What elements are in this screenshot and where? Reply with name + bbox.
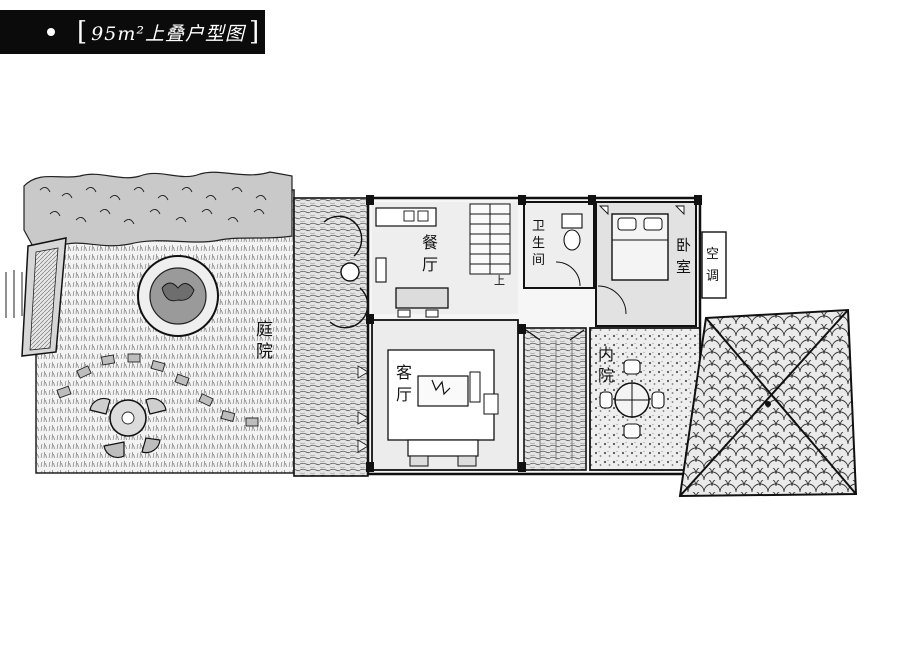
inner-courtyard: 内 院 <box>589 327 701 471</box>
living-label-1: 客 <box>396 363 412 382</box>
inner-court-label-2: 院 <box>598 366 614 385</box>
dining-label-1: 餐 <box>422 233 438 252</box>
aircon-label-1: 空 <box>706 247 719 262</box>
bathroom: 卫 生 间 <box>523 201 595 289</box>
inner-court-label-1: 内 <box>598 345 614 364</box>
bedroom-label-2: 室 <box>676 258 691 276</box>
bathroom-label-1: 卫 <box>532 219 545 234</box>
bracket-right: ] <box>248 17 260 47</box>
wood-deck <box>293 197 369 477</box>
stair-up-label: 上 <box>494 274 505 287</box>
bathroom-label-3: 间 <box>532 253 545 268</box>
living-room: 客 厅 <box>371 319 519 471</box>
bracket-left: [ <box>77 17 88 47</box>
courtyard-label-1: 庭 <box>256 320 273 340</box>
bedroom-label-1: 卧 <box>676 236 691 254</box>
title-bar: [ 95m²上叠户型图 ] <box>0 10 265 54</box>
dining-room: 餐 厅 上 <box>372 202 518 318</box>
corridor <box>523 327 587 471</box>
living-label-2: 厅 <box>396 385 412 404</box>
courtyard-garden: 庭 院 <box>5 171 295 474</box>
plan-title: 95m²上叠户型图 <box>91 22 245 45</box>
courtyard-label-2: 院 <box>256 342 273 362</box>
bathroom-label-2: 生 <box>532 236 545 251</box>
bullet-dot <box>47 28 55 36</box>
dining-label-2: 厅 <box>422 255 438 274</box>
bedroom: 卧 室 <box>595 201 697 327</box>
parasol-canopy <box>678 308 858 498</box>
aircon-label-2: 调 <box>706 269 719 284</box>
aircon-unit: 空 调 <box>701 231 727 299</box>
